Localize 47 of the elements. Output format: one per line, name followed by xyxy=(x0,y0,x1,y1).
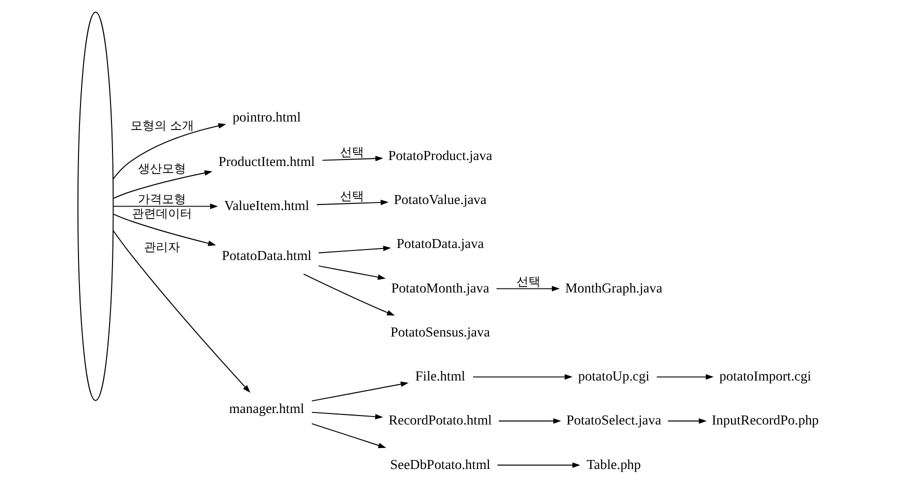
edge-label: 모형의 소개 xyxy=(130,118,194,132)
edge-label: 관련데이터 xyxy=(132,206,192,221)
arrow xyxy=(318,265,386,280)
node-text: PotatoMonth.java xyxy=(390,280,489,296)
arrow xyxy=(321,156,383,162)
edge-label: 선택 xyxy=(516,274,540,288)
arrow xyxy=(472,374,572,380)
edge-label: 선택 xyxy=(339,189,364,204)
edge-label: 생산모형 xyxy=(138,162,186,176)
node-text: MonthGraph.java xyxy=(564,280,662,296)
node-ellipse xyxy=(76,12,114,401)
arrow xyxy=(495,286,560,292)
arrow xyxy=(318,246,391,254)
arrow xyxy=(112,123,226,180)
node-text: PotatoProduct.java xyxy=(388,148,492,163)
node-text: PotatoData.java xyxy=(396,236,484,252)
node-text: PotatoData.html xyxy=(221,248,311,263)
node-text: PotatoSensus.java xyxy=(390,324,490,340)
arrow xyxy=(112,230,250,393)
node-text: File.html xyxy=(414,368,465,384)
node-text: ValueItem.html xyxy=(224,198,309,213)
arrow xyxy=(112,214,216,246)
arrow xyxy=(498,418,561,424)
node-text: RecordPotato.html xyxy=(388,412,492,428)
node-text: potatoUp.cgi xyxy=(578,368,649,384)
arrow xyxy=(310,412,383,420)
arrow xyxy=(496,462,580,468)
node-text: pointro.html xyxy=(232,110,300,125)
node-text: manager.html xyxy=(228,400,304,416)
arrow xyxy=(302,274,394,316)
node-text: PotatoValue.java xyxy=(393,192,486,208)
arrow xyxy=(656,374,714,380)
node-text: SeeDbPotato.html xyxy=(390,456,490,472)
arrow xyxy=(316,200,388,206)
arrow xyxy=(112,204,218,210)
arrow xyxy=(666,418,706,424)
arrow xyxy=(310,423,386,448)
arrow xyxy=(310,381,408,402)
edge-label: 가격모형 xyxy=(138,192,186,206)
edge-label: 관리자 xyxy=(144,240,180,254)
node-text: PotatoSelect.java xyxy=(566,412,661,428)
node-text: InputRecordPo.php xyxy=(711,412,818,428)
node-text: Table.php xyxy=(586,456,640,472)
node-text: ProductItem.html xyxy=(218,154,314,169)
node-text: potatoImport.cgi xyxy=(718,368,811,384)
edge-label: 선택 xyxy=(339,144,364,159)
arrow xyxy=(112,170,212,199)
